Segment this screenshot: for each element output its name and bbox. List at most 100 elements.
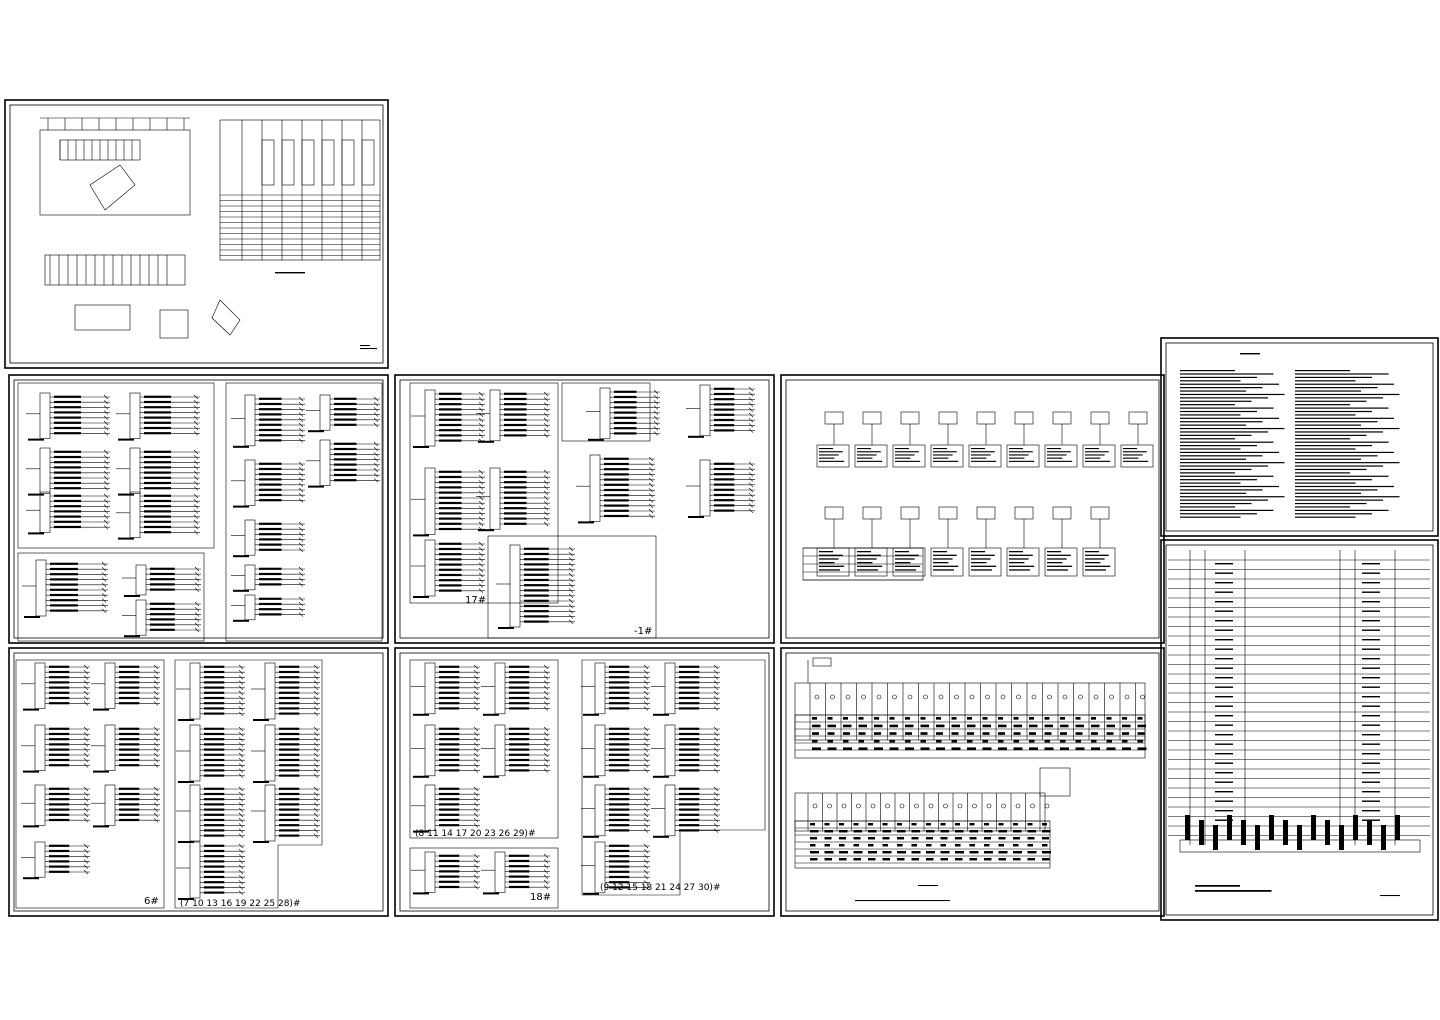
text-block — [998, 717, 1007, 751]
text-block — [1215, 791, 1233, 793]
text-block — [1215, 705, 1233, 707]
riser-feeder — [1381, 825, 1386, 850]
text-block — [1047, 551, 1073, 571]
riser-feeder — [1199, 820, 1204, 845]
text-block — [1215, 563, 1233, 565]
panel-cubicle — [321, 139, 335, 186]
text-block — [1215, 610, 1233, 612]
distribution-circuit — [21, 784, 90, 828]
meter-table — [1044, 547, 1078, 577]
riser-feeder — [1325, 820, 1330, 845]
text-block — [1215, 686, 1233, 688]
text-block — [1362, 743, 1380, 745]
lv-data-table — [794, 714, 1146, 759]
text-block — [982, 717, 992, 751]
text-block — [1137, 717, 1147, 751]
distribution-circuit — [91, 784, 160, 828]
meter-table — [930, 547, 964, 577]
text-block — [1215, 677, 1233, 679]
distribution-circuit — [411, 724, 480, 778]
text-block — [1215, 601, 1233, 603]
text-block — [897, 823, 906, 861]
panel-cubicle — [361, 139, 375, 186]
text-block — [889, 717, 899, 751]
distribution-circuit — [586, 387, 660, 441]
distribution-circuit — [21, 724, 90, 773]
hv-panel-table — [219, 119, 381, 261]
text-block — [1362, 734, 1380, 736]
sheet-frame — [8, 647, 389, 917]
distribution-circuit — [686, 384, 755, 438]
riser-feeder — [1367, 820, 1372, 845]
text-block — [1362, 572, 1380, 574]
sheet-inner-border — [13, 379, 384, 639]
text-block — [1215, 781, 1233, 783]
text-block — [1362, 591, 1380, 593]
distribution-circuit — [411, 662, 480, 716]
sheet-inner-border — [785, 652, 1160, 912]
text-block — [1215, 762, 1233, 764]
meter-box — [900, 506, 920, 520]
text-block — [855, 900, 950, 902]
text-block — [1123, 448, 1149, 462]
text-block — [1215, 800, 1233, 802]
meter-box — [938, 506, 958, 520]
room-plan — [39, 129, 191, 216]
text-block — [1215, 582, 1233, 584]
text-block — [1085, 551, 1111, 571]
text-block — [1122, 717, 1131, 751]
text-block — [951, 717, 961, 751]
sheet-frame — [394, 647, 775, 917]
sheet-label-minus1: -1# — [634, 626, 653, 637]
sheet-frame — [780, 647, 1165, 917]
meter-box — [1052, 411, 1072, 425]
text-block — [1044, 717, 1054, 751]
text-block — [936, 717, 945, 751]
text-block — [1295, 370, 1400, 518]
panel-cubicle — [301, 139, 315, 186]
riser-feeder — [1395, 815, 1400, 840]
sub-frame — [17, 382, 215, 549]
text-block — [926, 823, 935, 861]
riser-feeder — [1255, 825, 1260, 850]
text-block — [827, 717, 837, 751]
meter-box — [862, 506, 882, 520]
sheet-inner-border — [9, 104, 384, 364]
text-block — [1362, 582, 1380, 584]
distribution-circuit — [476, 467, 550, 532]
distribution-circuit — [231, 459, 305, 508]
text-block — [1215, 667, 1233, 669]
riser-feeder — [1283, 820, 1288, 845]
text-block — [819, 448, 845, 462]
section-b — [159, 309, 189, 339]
distribution-circuit — [481, 662, 550, 716]
meter-table — [1082, 547, 1116, 577]
text-block — [1215, 648, 1233, 650]
text-block — [868, 823, 877, 861]
text-block — [1009, 551, 1035, 571]
drawing-dense-text-blocks — [275, 272, 1400, 902]
text-block — [1013, 717, 1023, 751]
distribution-circuit — [581, 784, 650, 838]
meter-box — [1052, 506, 1072, 520]
text-block — [1362, 629, 1380, 631]
text-block — [1380, 895, 1400, 897]
sheet-inner-border — [1165, 342, 1434, 532]
lv-panel-row — [794, 792, 1046, 832]
text-block — [824, 823, 834, 861]
text-block — [1075, 717, 1085, 751]
text-block — [1215, 743, 1233, 745]
meter-box — [1014, 506, 1034, 520]
distribution-circuit — [21, 662, 90, 711]
distribution-circuit — [116, 447, 200, 496]
meter-box — [1128, 411, 1148, 425]
text-block — [819, 551, 845, 571]
section-a — [74, 304, 131, 331]
riser-feeder — [1227, 815, 1232, 840]
meter-table — [1006, 547, 1040, 577]
distribution-circuit — [231, 594, 305, 622]
distribution-circuit — [581, 724, 650, 778]
lv-panel-row — [794, 682, 1146, 741]
drawing-linework — [15, 117, 1430, 909]
text-block — [1362, 724, 1380, 726]
